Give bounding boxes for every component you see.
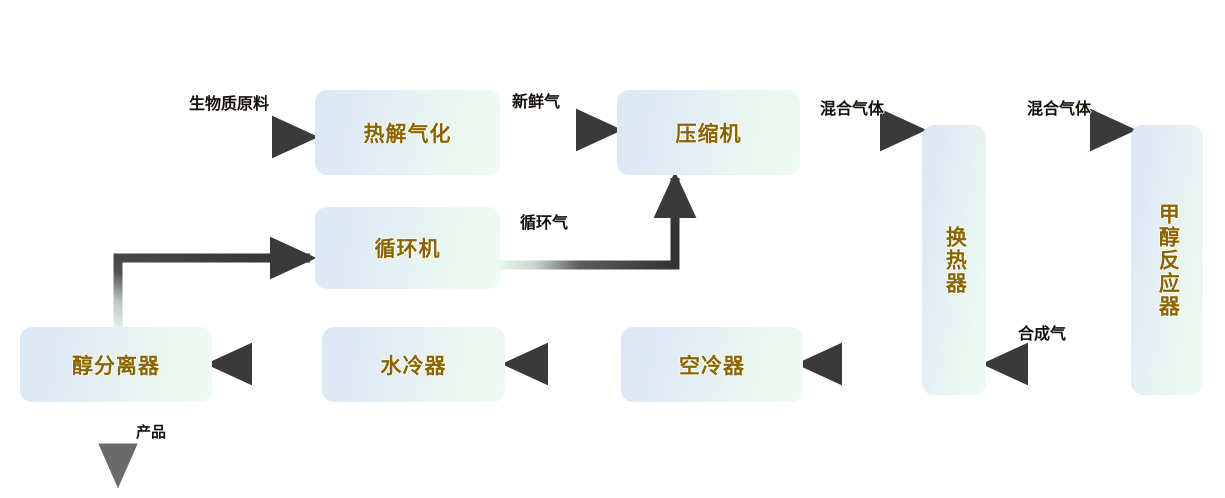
unit-heat-exchanger[interactable]: 换热器 <box>922 125 986 395</box>
unit-label-compressor: 压缩机 <box>675 122 742 146</box>
stream-label-syngas: 合成气 <box>1018 326 1067 343</box>
unit-alcohol-separator[interactable]: 醇分离器 <box>20 327 212 402</box>
unit-air-cooler[interactable]: 空冷器 <box>621 327 803 402</box>
stream-label-mixed-gas-2: 混合气体 <box>1027 101 1092 118</box>
stream-label-biomass-feed: 生物质原料 <box>189 96 270 113</box>
stream-label-fresh-gas: 新鲜气 <box>512 94 561 111</box>
unit-label-pyrolysis-gasification: 热解气化 <box>363 122 452 146</box>
unit-label-water-cooler: 水冷器 <box>380 354 447 378</box>
unit-pyrolysis-gasification[interactable]: 热解气化 <box>315 90 500 175</box>
unit-label-heat-exchanger: 换热器 <box>943 225 967 295</box>
unit-water-cooler[interactable]: 水冷器 <box>322 327 505 402</box>
arrow-separator-to-recycle <box>113 236 317 330</box>
unit-label-air-cooler: 空冷器 <box>679 354 745 378</box>
stream-label-mixed-gas-1: 混合气体 <box>820 101 885 118</box>
unit-label-recycle-compressor: 循环机 <box>374 238 441 261</box>
unit-methanol-reactor[interactable]: 甲醇反应器 <box>1131 125 1203 395</box>
unit-label-alcohol-separator: 醇分离器 <box>72 354 160 378</box>
unit-compressor[interactable]: 压缩机 <box>617 90 800 175</box>
stream-label-recycle-gas: 循环气 <box>520 215 569 232</box>
stream-label-product: 产品 <box>136 424 167 441</box>
unit-recycle-compressor[interactable]: 循环机 <box>315 207 500 289</box>
unit-label-methanol-reactor: 甲醇反应器 <box>1156 202 1180 318</box>
